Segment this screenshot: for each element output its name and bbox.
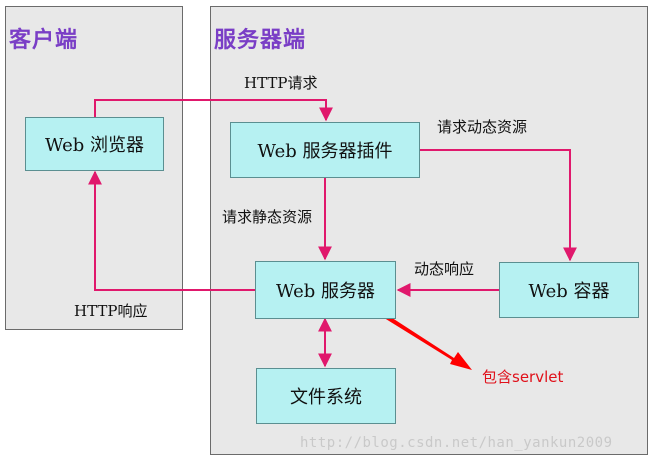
callout-arrow <box>381 312 472 370</box>
label-static-request: 请求静态资源 <box>222 208 313 226</box>
label-dynamic-response: 动态响应 <box>414 260 475 278</box>
server-panel-title: 服务器端 <box>214 28 307 53</box>
web-browser-node: Web 浏览器 <box>25 117 164 171</box>
file-system-node: 文件系统 <box>256 368 396 424</box>
arrow-http-request <box>94 99 333 122</box>
client-panel-title: 客户端 <box>9 28 79 53</box>
arrow-dynamic-request <box>420 149 577 262</box>
web-server-node: Web 服务器 <box>255 261 396 319</box>
watermark: http://blog.csdn.net/han_yankun2009 <box>300 435 613 451</box>
label-http-request: HTTP请求 <box>244 74 318 92</box>
servlet-annotation: 包含servlet <box>482 368 564 386</box>
web-server-plugin-node: Web 服务器插件 <box>230 122 420 178</box>
label-dynamic-request: 请求动态资源 <box>437 118 528 136</box>
web-container-node: Web 容器 <box>499 262 639 318</box>
label-http-response: HTTP响应 <box>74 302 148 320</box>
arrow-http-response <box>88 170 255 291</box>
